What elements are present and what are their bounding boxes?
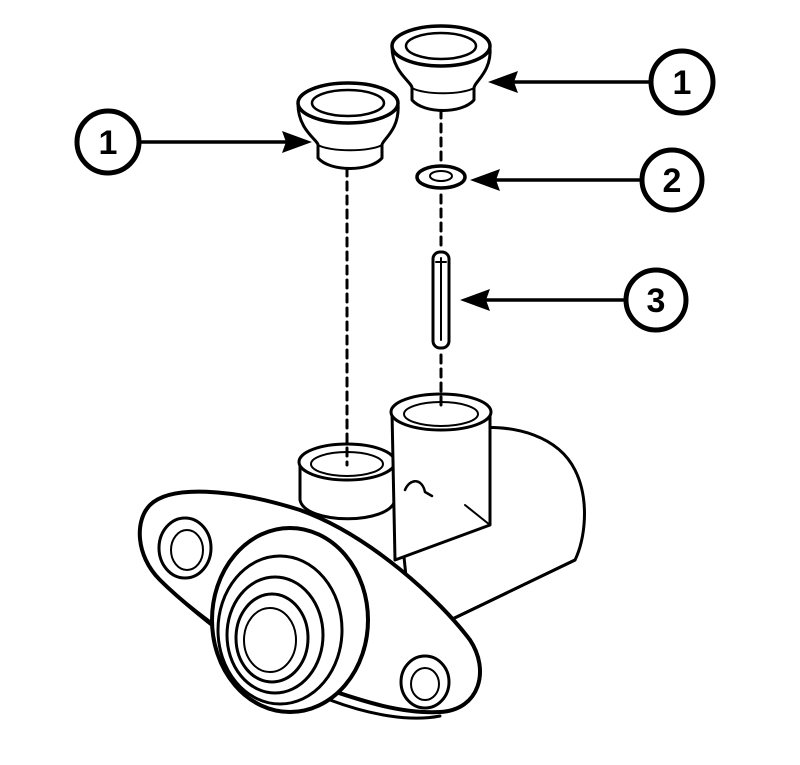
callout-number: 1: [673, 64, 692, 102]
right-grommet: [390, 24, 492, 112]
master-cylinder-body: [137, 392, 586, 720]
callout-circle: [639, 147, 705, 213]
arrowhead: [488, 71, 518, 93]
callout-circle: [74, 108, 142, 176]
right-port-boss: [389, 392, 493, 432]
callout-3: 3: [460, 267, 689, 333]
callout-circle: [623, 267, 689, 333]
arrowhead: [460, 289, 490, 311]
alignment-lines: [345, 108, 443, 467]
callout-number: 3: [647, 282, 666, 320]
left-grommet: [296, 81, 400, 170]
callout-number: 2: [663, 162, 682, 200]
right-bolt-hole: [399, 654, 451, 710]
callout-circle: [648, 48, 716, 116]
retaining-ring: [415, 164, 467, 190]
callout-number: 1: [99, 124, 118, 162]
callout-2: 2: [470, 147, 705, 213]
stop-pin: [431, 250, 451, 350]
arrowhead: [282, 131, 312, 153]
arrowhead: [470, 169, 500, 191]
callout-1-left: 1: [74, 108, 312, 176]
callout-1-right: 1: [488, 48, 716, 116]
